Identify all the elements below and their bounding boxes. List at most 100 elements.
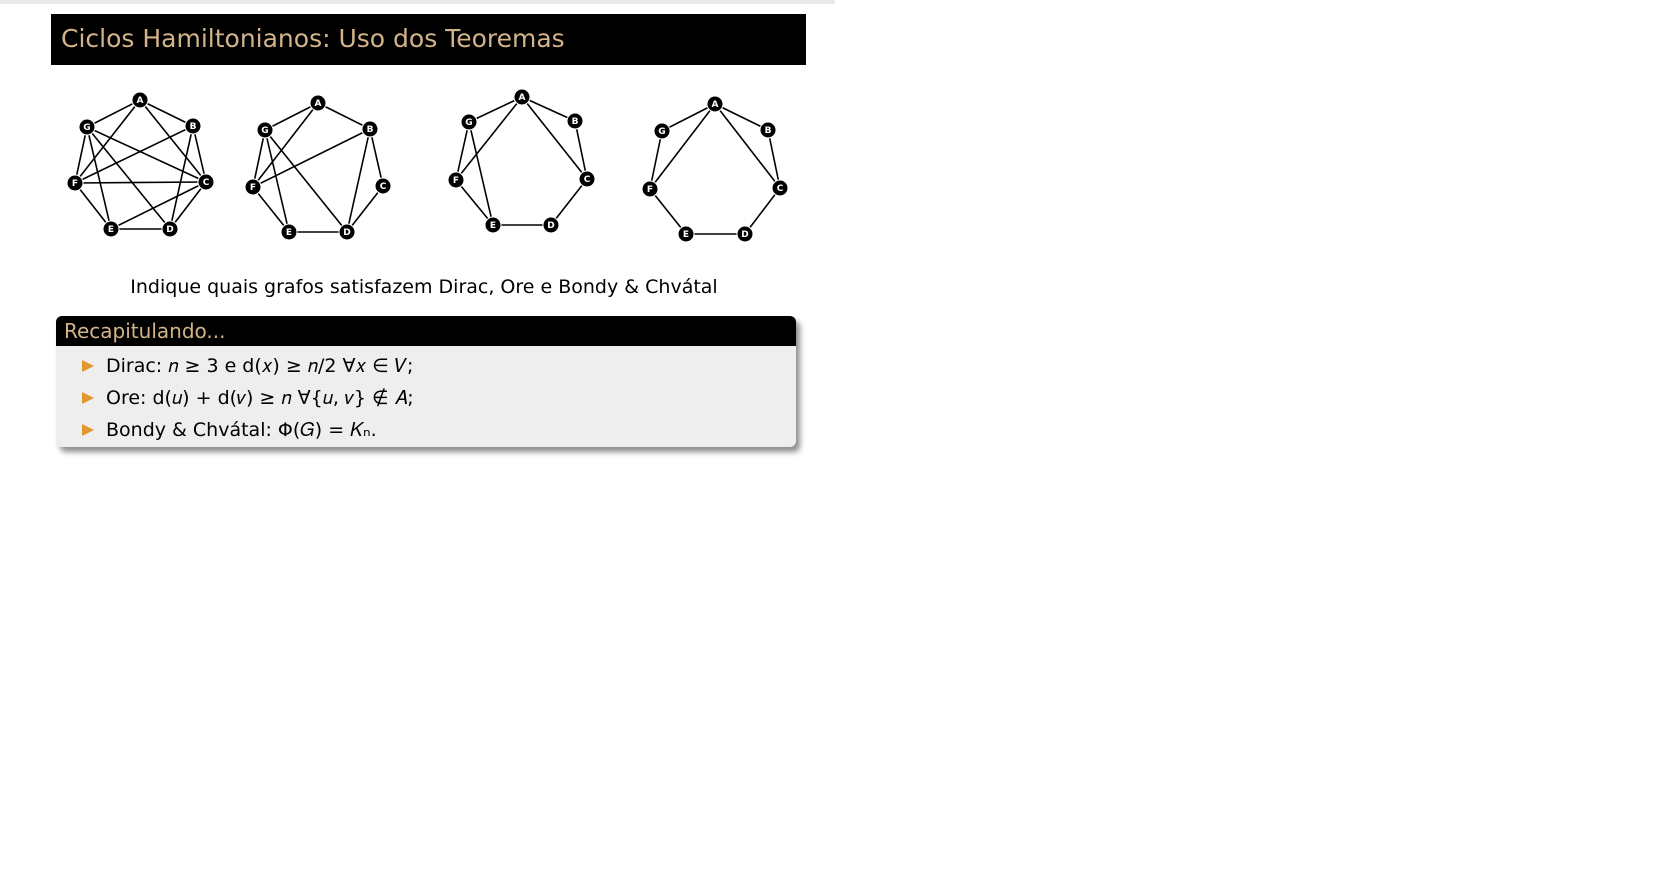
- graph-edge: [74, 182, 112, 230]
- graph-node: [759, 121, 777, 139]
- recap-block: Recapitulando... Dirac: 𝑛 ≥ 3 e d(𝑥) ≥ 𝑛…: [56, 316, 796, 447]
- graph-node: [513, 88, 531, 106]
- graph-edge: [74, 181, 207, 184]
- graph-node-label: E: [286, 228, 292, 238]
- graph-node: [653, 122, 671, 140]
- graph-node: [542, 216, 560, 234]
- graph-node: [736, 225, 754, 243]
- recap-header: Recapitulando...: [56, 316, 796, 346]
- graph-edge: [252, 102, 319, 188]
- graph-node: [309, 94, 327, 112]
- graph-edge: [139, 99, 207, 183]
- graph-edge: [521, 96, 576, 122]
- graph-node: [338, 223, 356, 241]
- graph-edge: [649, 188, 687, 235]
- graph-node-label: C: [584, 175, 591, 185]
- graph-node-label: C: [203, 178, 210, 188]
- graph-node-label: F: [453, 176, 459, 186]
- graph-edge: [86, 126, 171, 230]
- graph-edge: [661, 103, 716, 132]
- graph-node-label: B: [572, 117, 579, 127]
- graph-node-label: F: [647, 185, 653, 195]
- graph-edge: [264, 129, 290, 233]
- graph-node: [771, 179, 789, 197]
- graph-edge: [252, 186, 290, 233]
- graph-node-label: E: [108, 225, 114, 235]
- graph-node: [706, 95, 724, 113]
- graph-node-label: D: [343, 228, 350, 238]
- graph-node: [256, 121, 274, 139]
- graph-edge: [264, 129, 348, 233]
- graph-edge: [521, 96, 588, 180]
- graph-node-label: E: [490, 221, 496, 231]
- graph-edge: [649, 103, 716, 190]
- graph-edge: [550, 178, 588, 226]
- graph-node: [184, 117, 202, 135]
- graph-node: [641, 180, 659, 198]
- graph-edge: [346, 185, 384, 233]
- graph-node-label: G: [465, 118, 472, 128]
- graph-edge: [252, 128, 371, 188]
- graph-node-label: D: [166, 225, 173, 235]
- graph-node-label: F: [250, 183, 256, 193]
- graph-node: [566, 112, 584, 130]
- graph-node-label: G: [658, 127, 665, 137]
- graph-node: [361, 120, 379, 138]
- bullet-triangle-icon: [82, 360, 94, 372]
- graph-edge: [74, 126, 88, 184]
- graph-edge: [714, 103, 781, 189]
- slide-caption: Indique quais grafos satisfazem Dirac, O…: [130, 276, 718, 298]
- graph-edge: [169, 125, 194, 230]
- graph-node: [374, 177, 392, 195]
- graph-node-label: B: [190, 122, 197, 132]
- graph-node: [131, 91, 149, 109]
- recap-item-ore: Ore: d(𝑢) + d(𝑣) ≥ 𝑛 ∀{𝑢, 𝑣} ∉ 𝐴;: [82, 382, 796, 414]
- graph-node: [197, 173, 215, 191]
- graph-node-label: G: [83, 123, 90, 133]
- graph-node: [447, 171, 465, 189]
- graph-edge: [74, 125, 194, 184]
- graph-edge: [455, 121, 470, 181]
- recap-item-text: Dirac: 𝑛 ≥ 3 e d(𝑥) ≥ 𝑛/2 ∀𝑥 ∈ 𝑉;: [106, 355, 414, 377]
- title-bar: Ciclos Hamiltonianos: Uso dos Teoremas: [51, 14, 806, 65]
- graph-edge: [317, 102, 371, 130]
- graph-node-label: A: [315, 99, 322, 109]
- graph-edge: [74, 99, 141, 184]
- graph-node: [102, 220, 120, 238]
- recap-body: Dirac: 𝑛 ≥ 3 e d(𝑥) ≥ 𝑛/2 ∀𝑥 ∈ 𝑉; Ore: d…: [56, 346, 796, 446]
- bullet-triangle-icon: [82, 424, 94, 436]
- top-divider: [0, 0, 835, 4]
- bullet-triangle-icon: [82, 392, 94, 404]
- graph-edge: [252, 129, 266, 188]
- graph-edge: [468, 96, 523, 123]
- graph-node: [66, 174, 84, 192]
- graph-node: [78, 118, 96, 136]
- graph-edge: [714, 103, 769, 131]
- graph-edge: [468, 121, 494, 226]
- graph-node: [460, 113, 478, 131]
- graph-node-label: C: [380, 182, 387, 192]
- graph-edge: [574, 120, 588, 180]
- slide-title: Ciclos Hamiltonianos: Uso dos Teoremas: [61, 24, 565, 53]
- graph-edge: [455, 179, 494, 226]
- recap-item-text: Ore: d(𝑢) + d(𝑣) ≥ 𝑛 ∀{𝑢, 𝑣} ∉ 𝐴;: [106, 387, 414, 409]
- graph-edge: [346, 128, 371, 233]
- graph-edge: [369, 128, 384, 187]
- graph-node-label: A: [137, 96, 144, 106]
- graph-edge: [455, 96, 523, 181]
- graph-edge: [264, 102, 319, 131]
- graph-node-label: E: [683, 230, 689, 240]
- graph-edge: [139, 99, 194, 127]
- graph-node-label: B: [367, 125, 374, 135]
- graph-edge: [744, 187, 781, 235]
- graph-node: [578, 170, 596, 188]
- graph-node: [484, 216, 502, 234]
- graph-node-label: D: [741, 230, 748, 240]
- graph-edge: [192, 125, 207, 183]
- graph-node-label: D: [547, 221, 554, 231]
- graph-node-label: B: [765, 126, 772, 136]
